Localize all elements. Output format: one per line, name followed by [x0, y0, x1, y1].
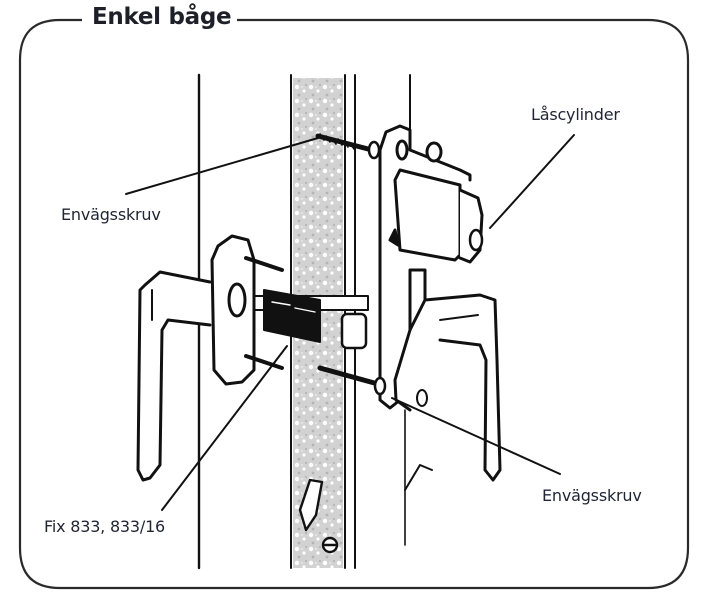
spindle [242, 289, 369, 350]
leader-fix [161, 345, 288, 511]
screw-bottom-right [317, 365, 387, 396]
leader-screw-bottom [391, 397, 561, 475]
label-one-way-screw-bottom: Envägsskruv [542, 486, 642, 505]
screw-top [315, 133, 381, 160]
striker-piece [298, 478, 339, 554]
leader-cylinder [489, 134, 575, 229]
label-one-way-screw-top: Envägsskruv [61, 205, 161, 224]
page-title: Enkel båge [86, 4, 238, 30]
lock-body [378, 124, 502, 482]
frame-border [18, 18, 690, 590]
leader-screw-top [125, 137, 319, 195]
label-lock-cylinder: Låscylinder [531, 105, 620, 124]
left-handle [136, 270, 212, 482]
label-fix-model: Fix 833, 833/16 [44, 517, 166, 536]
left-rosette [210, 234, 284, 386]
